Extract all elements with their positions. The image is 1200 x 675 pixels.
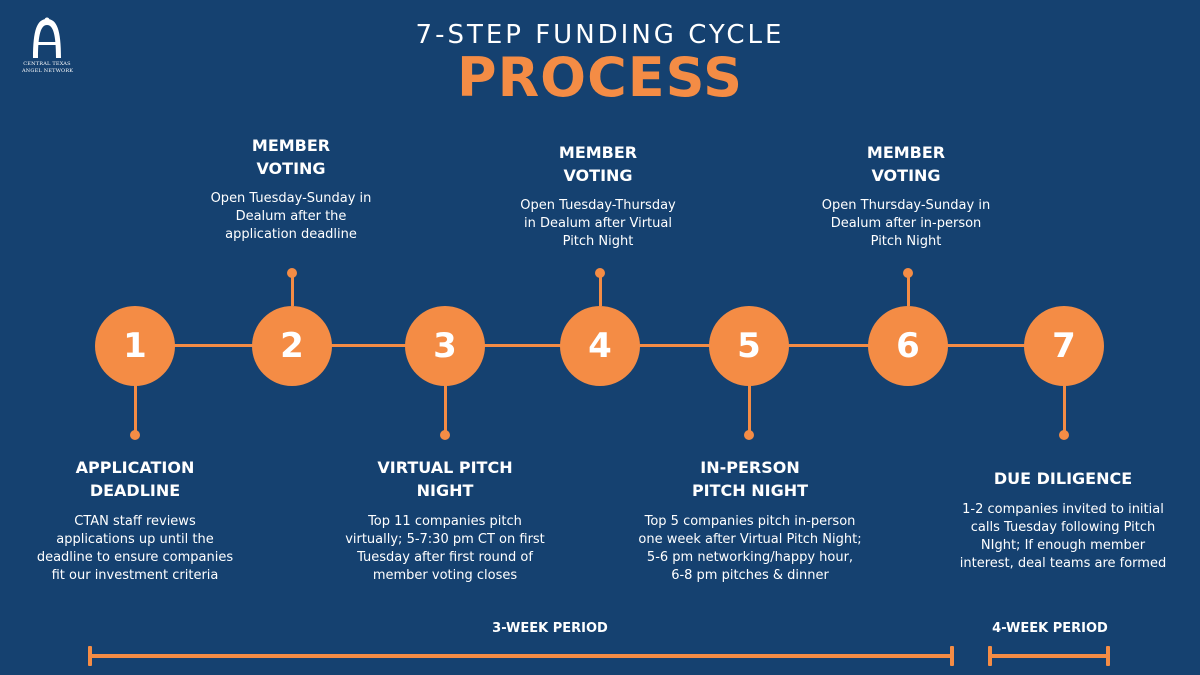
step-circle-7: 7 bbox=[1024, 306, 1104, 386]
step-desc-4: Open Tuesday-Thursday in Dealum after Vi… bbox=[520, 198, 676, 249]
connector-5 bbox=[748, 385, 751, 435]
logo: CENTRAL TEXAS ANGEL NETWORK bbox=[22, 16, 74, 74]
period-label-3-week: 3-WEEK PERIOD bbox=[492, 621, 608, 636]
step-title-4: MEMBER VOTING bbox=[558, 143, 638, 185]
title-top: 7-STEP FUNDING CYCLE bbox=[415, 20, 785, 50]
step-title-3: VIRTUAL PITCH NIGHT bbox=[377, 458, 513, 500]
title-main: PROCESS bbox=[457, 46, 743, 109]
step-title-5: IN-PERSON PITCH NIGHT bbox=[691, 458, 809, 500]
connector-dot-1 bbox=[130, 430, 140, 440]
connector-7 bbox=[1063, 385, 1066, 435]
connector-3 bbox=[444, 385, 447, 435]
step-circle-2: 2 bbox=[252, 306, 332, 386]
connector-dot-5 bbox=[744, 430, 754, 440]
step-circle-4: 4 bbox=[560, 306, 640, 386]
step-circle-5: 5 bbox=[709, 306, 789, 386]
connector-1 bbox=[134, 385, 137, 435]
connector-dot-2 bbox=[287, 268, 297, 278]
step-title-6: MEMBER VOTING bbox=[866, 143, 946, 185]
period-bar-4-week-cap-right bbox=[1106, 646, 1110, 666]
step-circle-1: 1 bbox=[95, 306, 175, 386]
connector-dot-4 bbox=[595, 268, 605, 278]
step-desc-6: Open Thursday-Sunday in Dealum after in-… bbox=[821, 198, 991, 249]
period-label-4-week: 4-WEEK PERIOD bbox=[992, 621, 1108, 636]
connector-dot-3 bbox=[440, 430, 450, 440]
connector-dot-7 bbox=[1059, 430, 1069, 440]
logo-text-line2: ANGEL NETWORK bbox=[22, 68, 74, 74]
step-circle-3: 3 bbox=[405, 306, 485, 386]
arch-a-logo-icon bbox=[33, 17, 61, 58]
period-bar-4-week bbox=[990, 654, 1108, 658]
step-title-2: MEMBER VOTING bbox=[251, 136, 331, 178]
step-desc-7: 1-2 companies invited to initial calls T… bbox=[959, 502, 1167, 571]
step-desc-1: CTAN staff reviews applications up until… bbox=[36, 514, 234, 583]
step-desc-5: Top 5 companies pitch in-person one week… bbox=[638, 514, 862, 583]
connector-4 bbox=[599, 273, 602, 306]
step-title-7: DUE DILIGENCE bbox=[993, 469, 1133, 488]
logo-text-line1: CENTRAL TEXAS bbox=[23, 61, 71, 67]
period-bar-3-week bbox=[90, 654, 952, 658]
connector-6 bbox=[907, 273, 910, 306]
step-desc-3: Top 11 companies pitch virtually; 5-7:30… bbox=[345, 514, 545, 583]
step-title-1: APPLICATION DEADLINE bbox=[75, 458, 195, 500]
step-desc-2: Open Tuesday-Sunday in Dealum after the … bbox=[210, 191, 372, 242]
period-bar-3-week-cap-right bbox=[950, 646, 954, 666]
step-circle-6: 6 bbox=[868, 306, 948, 386]
connector-dot-6 bbox=[903, 268, 913, 278]
connector-2 bbox=[291, 273, 294, 306]
